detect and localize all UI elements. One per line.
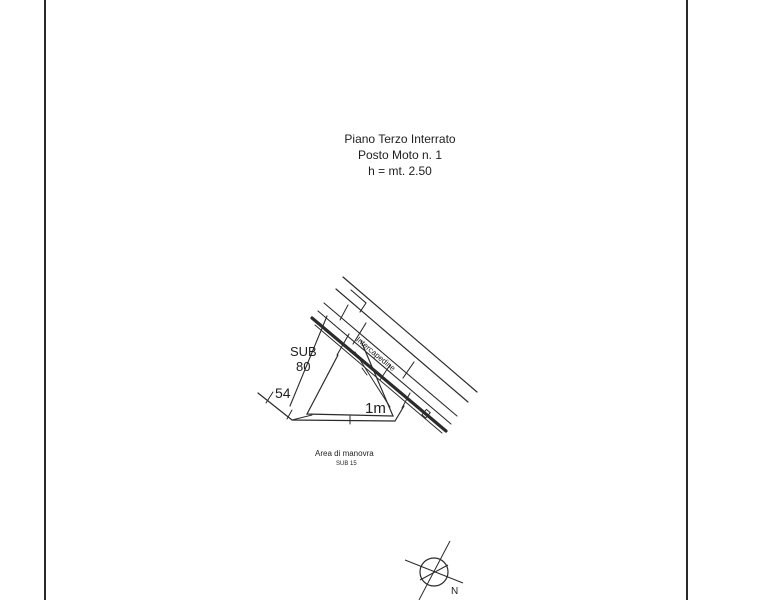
parking-space-tick — [361, 367, 368, 376]
maneuver-area-sub-label: SUB 15 — [336, 461, 357, 467]
plan-title-block: Piano Terzo Interrato Posto Moto n. 1 h … — [300, 131, 500, 179]
compass-north-south-line — [418, 540, 451, 600]
neighbor-wall — [289, 315, 328, 407]
boundary-line — [291, 414, 313, 421]
wall-tick — [379, 364, 391, 381]
north-label: N — [451, 586, 459, 597]
boundary-tick — [286, 409, 293, 420]
dimension-label: 1m — [365, 400, 386, 417]
parking-space-diagonal — [354, 351, 391, 408]
floor-title: Piano Terzo Interrato — [344, 132, 456, 146]
compass-rose — [404, 540, 464, 600]
height-title: h = mt. 2.50 — [368, 164, 432, 178]
side-length-label: 54 — [275, 385, 291, 401]
boundary-tick — [265, 391, 274, 404]
cavity-partition — [352, 322, 367, 345]
cavity-partition — [402, 361, 415, 379]
column-mark — [421, 408, 431, 419]
left-border-line — [44, 0, 46, 600]
neighbor-wall — [336, 333, 350, 356]
unit-title: Posto Moto n. 1 — [357, 148, 443, 162]
neighbor-sub-label: SUB — [290, 344, 317, 359]
cavity-outer-line — [323, 302, 458, 417]
outer-wall-line — [342, 276, 478, 393]
right-border-line — [686, 0, 688, 600]
wall-tick — [401, 392, 411, 409]
compass-circle — [419, 557, 449, 587]
parking-space-outline — [306, 340, 394, 417]
compass-needle — [419, 564, 449, 581]
cavity-inner-line — [317, 310, 452, 425]
boundary-line — [257, 392, 405, 422]
maneuver-area-label: Area di manovra — [315, 449, 374, 458]
neighbor-sub-number: 80 — [296, 359, 311, 374]
wall-tick — [339, 304, 349, 321]
wall-notch — [350, 289, 367, 313]
outer-wall-line-inner — [335, 288, 469, 403]
thick-wall-edge — [314, 324, 443, 434]
